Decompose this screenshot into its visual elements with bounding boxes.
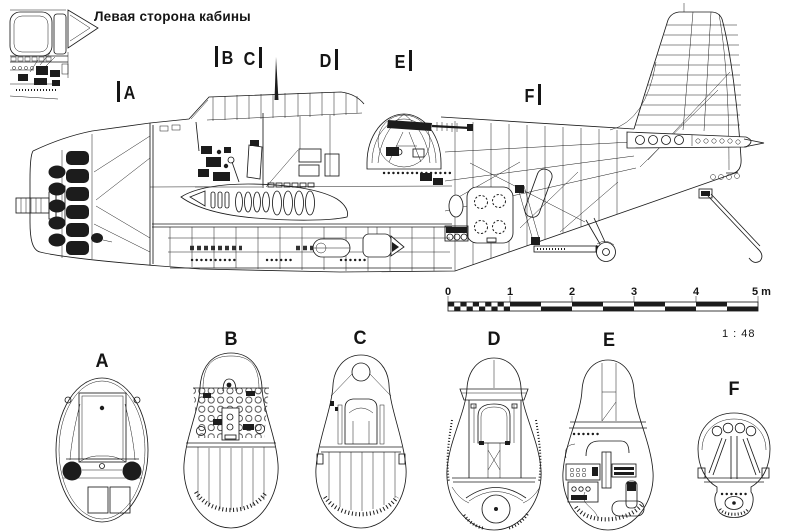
- marker-bar: [117, 81, 120, 102]
- cockpit: [190, 99, 340, 188]
- section-marker-e: E: [394, 50, 412, 71]
- cross-section-e: [562, 359, 654, 531]
- gun-turret: [366, 113, 473, 175]
- marker-bar: [538, 84, 541, 105]
- cross-section-d: [446, 357, 542, 531]
- section-marker-c: C: [243, 47, 262, 68]
- section-label-a: A: [95, 351, 109, 372]
- section-marker-a: A: [117, 81, 136, 102]
- marker-bar: [215, 46, 218, 67]
- machine-gun: [387, 120, 432, 131]
- cross-section-b: [183, 352, 279, 529]
- inset-caption: Левая сторона кабины: [94, 9, 251, 24]
- engine: [15, 134, 151, 259]
- scale-tick-2: 2: [568, 286, 576, 298]
- canopy: [206, 57, 363, 121]
- scale-tick-0: 0: [444, 286, 452, 298]
- cockpit-inset-drawing: [9, 9, 99, 100]
- bomb: [362, 233, 392, 258]
- section-marker-b: B: [215, 46, 234, 67]
- arrestor-hook: [698, 188, 763, 263]
- marker-bar: [335, 49, 338, 70]
- section-label-c: C: [353, 328, 367, 349]
- oval-window: [448, 194, 464, 218]
- antenna-mast: [274, 57, 279, 100]
- scale-ratio: 1 : 48: [722, 328, 756, 340]
- wing-root-fairing: [180, 183, 348, 221]
- scale-bar: [447, 296, 759, 312]
- entry-door: [466, 186, 514, 244]
- section-marker-d: D: [319, 49, 338, 70]
- section-label-b: B: [224, 329, 238, 350]
- scale-tick-4: 4: [692, 286, 700, 298]
- horizontal-stabilizer: [626, 131, 765, 180]
- rear-door-and-equipment: [420, 168, 605, 253]
- bomb-bay: [152, 223, 452, 271]
- cross-section-c: [315, 354, 407, 529]
- scale-end-label: 5 m: [752, 286, 771, 298]
- cross-section-f: [697, 412, 771, 518]
- scale-tick-1: 1: [506, 286, 514, 298]
- section-label-e: E: [602, 330, 616, 351]
- scale-tick-3: 3: [630, 286, 638, 298]
- section-label-d: D: [487, 329, 501, 350]
- marker-bar: [409, 50, 412, 71]
- section-marker-f: F: [524, 84, 541, 105]
- section-label-f: F: [728, 379, 740, 400]
- marker-bar: [259, 47, 262, 68]
- aircraft-side-view: [15, 3, 765, 273]
- cross-section-a: [55, 377, 149, 523]
- tail-wheel: [585, 217, 616, 262]
